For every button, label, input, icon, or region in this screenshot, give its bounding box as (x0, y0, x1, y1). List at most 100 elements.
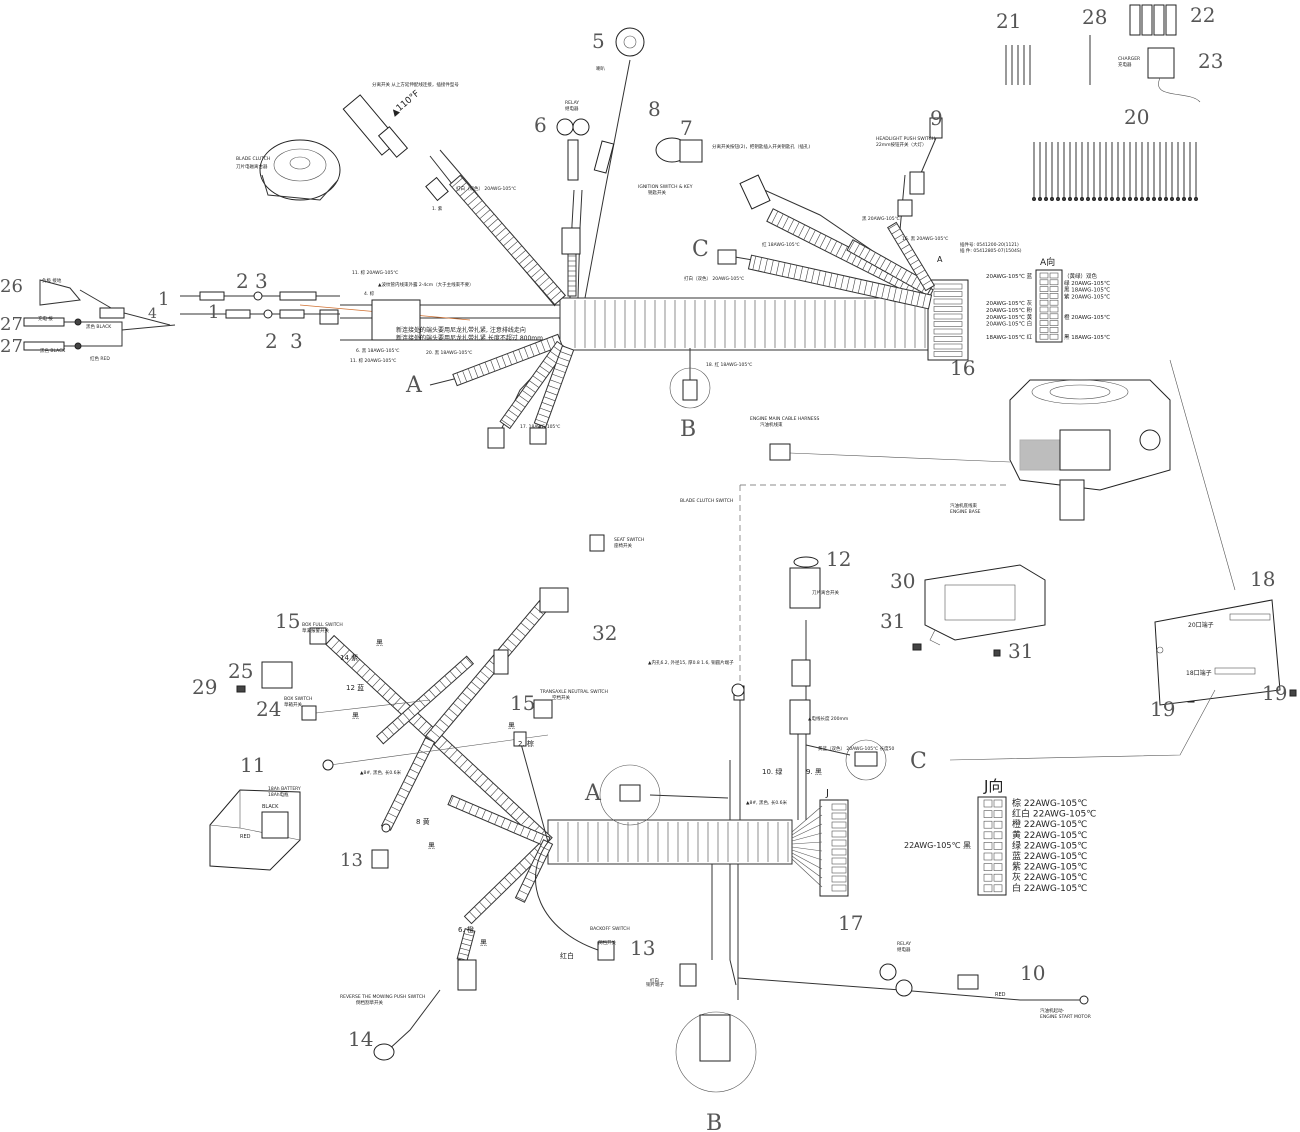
view-markers: A B C A B C J A (405, 237, 943, 1132)
label-2b: 2 (265, 329, 278, 353)
svg-text:黑: 黑 (352, 712, 359, 720)
cable-ties-20 (1032, 142, 1198, 201)
svg-text:刀片电磁离合器: 刀片电磁离合器 (236, 163, 268, 170)
svg-text:黑 20AWG-105℃: 黑 20AWG-105℃ (862, 216, 900, 222)
svg-text:BOX FULL SWITCH: BOX FULL SWITCH (302, 622, 343, 628)
svg-text:18AWG-105℃ 红: 18AWG-105℃ 红 (986, 333, 1033, 341)
svg-text:充电 接: 充电 接 (38, 315, 53, 322)
label-10: 10 (1020, 961, 1045, 985)
svg-text:黑: 黑 (376, 639, 383, 647)
marker-c-bottom: C (910, 749, 927, 774)
label-32: 32 (592, 621, 617, 645)
svg-text:BOX SWITCH: BOX SWITCH (284, 696, 312, 702)
svg-text:新连接处的端头要用尼龙扎带扎紧, 注意排线走向: 新连接处的端头要用尼龙扎带扎紧, 注意排线走向 (396, 326, 526, 334)
svg-text:RELAY: RELAY (897, 941, 911, 947)
svg-text:黑 18AWG-105℃: 黑 18AWG-105℃ (1064, 334, 1110, 341)
label-22: 22 (1190, 3, 1215, 27)
svg-text:草满报警开关: 草满报警开关 (302, 627, 329, 634)
svg-text:18. 红 18AWG-105℃: 18. 红 18AWG-105℃ (706, 361, 752, 368)
part-numbers: 1 1 2 2 3 3 4 5 6 7 8 9 10 11 12 13 13 1… (0, 3, 1287, 1051)
svg-text:20. 黑 18AWG-105℃: 20. 黑 18AWG-105℃ (426, 350, 472, 356)
label-27b: 27 (0, 336, 23, 357)
svg-text:负极 接地: 负极 接地 (42, 277, 62, 284)
svg-text:汽油机底线束: 汽油机底线束 (950, 502, 977, 509)
svg-text:12 蓝: 12 蓝 (346, 683, 364, 692)
svg-text:（黄绿）双色: （黄绿）双色 (1064, 272, 1098, 280)
x-harness (315, 595, 599, 962)
box-full-switch (309, 627, 327, 645)
svg-text:▲110°F: ▲110°F (390, 89, 422, 118)
label-28: 28 (1082, 5, 1107, 29)
label-26: 26 (0, 276, 23, 297)
svg-text:黄蓝（双色） 20AWG-105℃ 长度50: 黄蓝（双色） 20AWG-105℃ 长度50 (818, 745, 894, 752)
connector-32 (539, 587, 569, 613)
connector-16-pins (933, 283, 963, 357)
svg-text:红白 22AWG-105℃: 红白 22AWG-105℃ (1012, 808, 1096, 820)
left-cable-group (23, 279, 340, 351)
cable-ties-21 (1005, 45, 1031, 85)
label-8: 8 (648, 97, 661, 121)
svg-text:打白（双色） 20AWG-105℃: 打白（双色） 20AWG-105℃ (456, 185, 516, 192)
label-3b: 3 (290, 329, 303, 353)
svg-text:BLADE CLUTCH: BLADE CLUTCH (236, 156, 270, 162)
label-23: 23 (1198, 49, 1223, 73)
seat-switch (589, 534, 605, 552)
label-25: 25 (228, 659, 253, 683)
svg-text:座椅开关: 座椅开关 (614, 542, 632, 549)
a-view-table (1035, 269, 1063, 343)
svg-text:分离开关按钮(2)，把钥匙插入开关钥匙孔（插孔): 分离开关按钮(2)，把钥匙插入开关钥匙孔（插孔) (712, 143, 810, 150)
ignition-switch (655, 137, 771, 210)
charger (1147, 47, 1201, 103)
svg-text:BACKOFF SWITCH: BACKOFF SWITCH (590, 926, 630, 932)
label-30: 30 (890, 569, 915, 593)
label-20: 20 (1124, 105, 1149, 129)
svg-text:红白: 红白 (650, 977, 659, 984)
svg-text:黑 18AWG-105℃: 黑 18AWG-105℃ (1064, 287, 1110, 294)
marker-a-bottom: A (584, 781, 602, 806)
label-24: 24 (256, 697, 281, 721)
svg-text:16. 黑 20AWG-105℃: 16. 黑 20AWG-105℃ (902, 236, 948, 242)
svg-text:▲8#, 黑色, 长0.6米: ▲8#, 黑色, 长0.6米 (746, 799, 787, 806)
svg-text:新连接处的端头要用尼龙扎带扎紧 长度不超过 800mm: 新连接处的端头要用尼龙扎带扎紧 长度不超过 800mm (396, 334, 543, 342)
svg-text:红 18AWG-105℃: 红 18AWG-105℃ (762, 241, 800, 248)
svg-text:8 黄: 8 黄 (416, 817, 430, 826)
svg-text:9. 黑: 9. 黑 (806, 768, 822, 776)
svg-text:J向: J向 (983, 777, 1003, 795)
svg-text:6. 橙: 6. 橙 (458, 925, 474, 934)
svg-text:ENGINE BASE: ENGINE BASE (950, 509, 981, 515)
svg-text:继电器: 继电器 (565, 105, 579, 112)
marker-a-arrow: A (937, 255, 943, 264)
label-19-left: 19 (1150, 697, 1175, 721)
engine-harness-plug (769, 443, 791, 461)
svg-text:红色 RED: 红色 RED (90, 355, 110, 362)
horn (593, 27, 645, 174)
svg-text:蓝 22AWG-105℃: 蓝 22AWG-105℃ (1012, 850, 1087, 862)
tags-22 (1129, 4, 1177, 36)
label-6: 6 (534, 113, 547, 137)
bottom-components (209, 534, 1297, 1061)
svg-text:灰 22AWG-105℃: 灰 22AWG-105℃ (1012, 871, 1087, 883)
transaxle-switch (533, 699, 553, 719)
label-7: 7 (680, 116, 693, 140)
branch-tubes (449, 174, 935, 430)
svg-text:CHARGER: CHARGER (1118, 56, 1140, 62)
svg-text:▲内孔6.2, 外径15, 厚0.8 1.6, 铜圆片端子: ▲内孔6.2, 外径15, 厚0.8 1.6, 铜圆片端子 (648, 659, 734, 666)
svg-text:继电器: 继电器 (897, 946, 911, 953)
svg-text:▲电线长度 200mm: ▲电线长度 200mm (808, 715, 848, 722)
marker-a-top: A (405, 373, 423, 398)
svg-text:钥匙开关: 钥匙开关 (648, 189, 666, 196)
label-4: 4 (148, 306, 157, 322)
backoff-switch (597, 941, 615, 961)
label-1b: 1 (208, 302, 219, 323)
svg-text:20AWG-105℃ 灰: 20AWG-105℃ 灰 (986, 299, 1033, 307)
trunk-ribs (574, 300, 926, 348)
controller-30 (924, 564, 1046, 646)
svg-text:绿 20AWG-105℃: 绿 20AWG-105℃ (1064, 279, 1110, 287)
svg-text:插 件: 05412805-07(1504S): 插 件: 05412805-07(1504S) (960, 247, 1022, 254)
svg-text:RELAY: RELAY (565, 100, 579, 106)
svg-text:IGNITION SWITCH & KEY: IGNITION SWITCH & KEY (638, 184, 693, 190)
svg-text:20AWG-105℃ 蓝: 20AWG-105℃ 蓝 (986, 272, 1033, 280)
engine (1009, 379, 1171, 521)
